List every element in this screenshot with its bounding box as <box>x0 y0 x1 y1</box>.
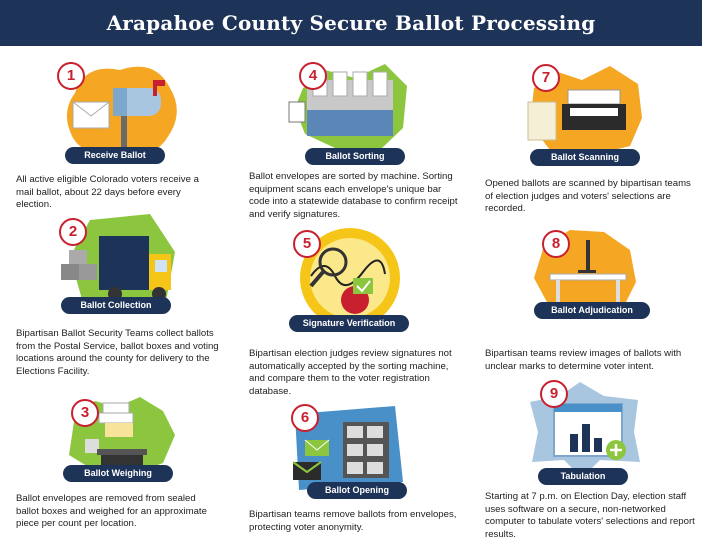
step-label: Signature Verification <box>289 315 409 332</box>
step-1: 1 Receive Ballot <box>55 58 185 168</box>
truck-icon <box>61 214 175 310</box>
envelopes-shelf-icon <box>292 406 403 490</box>
magnifier-signature-icon <box>300 228 400 328</box>
step-description: Opened ballots are scanned by bipartisan… <box>485 178 691 215</box>
step-4: 4 Ballot Sorting <box>285 58 415 168</box>
step-number-badge: 5 <box>293 230 321 258</box>
step-label: Ballot Collection <box>61 297 171 314</box>
step-label: Receive Ballot <box>65 147 165 164</box>
step-description: Starting at 7 p.m. on Election Day, elec… <box>485 491 695 540</box>
step-label: Ballot Scanning <box>530 149 640 166</box>
header-banner: Arapahoe County Secure Ballot Processing <box>0 0 702 46</box>
step-description: Ballot envelopes are removed from sealed… <box>16 493 207 530</box>
step-8: 8 Ballot Adjudication <box>520 226 650 326</box>
step-number-badge: 2 <box>59 218 87 246</box>
step-number-badge: 4 <box>299 62 327 90</box>
step-3: 3 Ballot Weighing <box>55 395 185 485</box>
step-number-badge: 9 <box>540 380 568 408</box>
step-5: 5 Signature Verification <box>285 226 415 334</box>
scanner-icon <box>527 66 642 156</box>
step-description: All active eligible Colorado voters rece… <box>16 174 199 211</box>
step-label: Tabulation <box>538 468 628 485</box>
mailbox-icon <box>66 66 177 154</box>
step-description: Bipartisan teams review images of ballot… <box>485 348 682 372</box>
step-9: 9 Tabulation <box>520 378 650 485</box>
step-label: Ballot Opening <box>307 482 407 499</box>
step-label: Ballot Weighing <box>63 465 173 482</box>
step-number-badge: 3 <box>71 399 99 427</box>
page-title: Arapahoe County Secure Ballot Processing <box>106 11 596 35</box>
step-description: Bipartisan election judges review signat… <box>249 348 452 397</box>
step-number-badge: 1 <box>57 62 85 90</box>
step-7: 7 Ballot Scanning <box>520 58 650 168</box>
step-description: Bipartisan teams remove ballots from env… <box>249 509 457 533</box>
step-label: Ballot Sorting <box>305 148 405 165</box>
step-2: 2 Ballot Collection <box>55 212 185 317</box>
step-description: Bipartisan Ballot Security Teams collect… <box>16 328 219 377</box>
step-number-badge: 8 <box>542 230 570 258</box>
step-label: Ballot Adjudication <box>534 302 650 319</box>
step-number-badge: 6 <box>291 404 319 432</box>
step-6: 6 Ballot Opening <box>285 402 415 499</box>
step-number-badge: 7 <box>532 64 560 92</box>
step-description: Ballot envelopes are sorted by machine. … <box>249 171 458 220</box>
